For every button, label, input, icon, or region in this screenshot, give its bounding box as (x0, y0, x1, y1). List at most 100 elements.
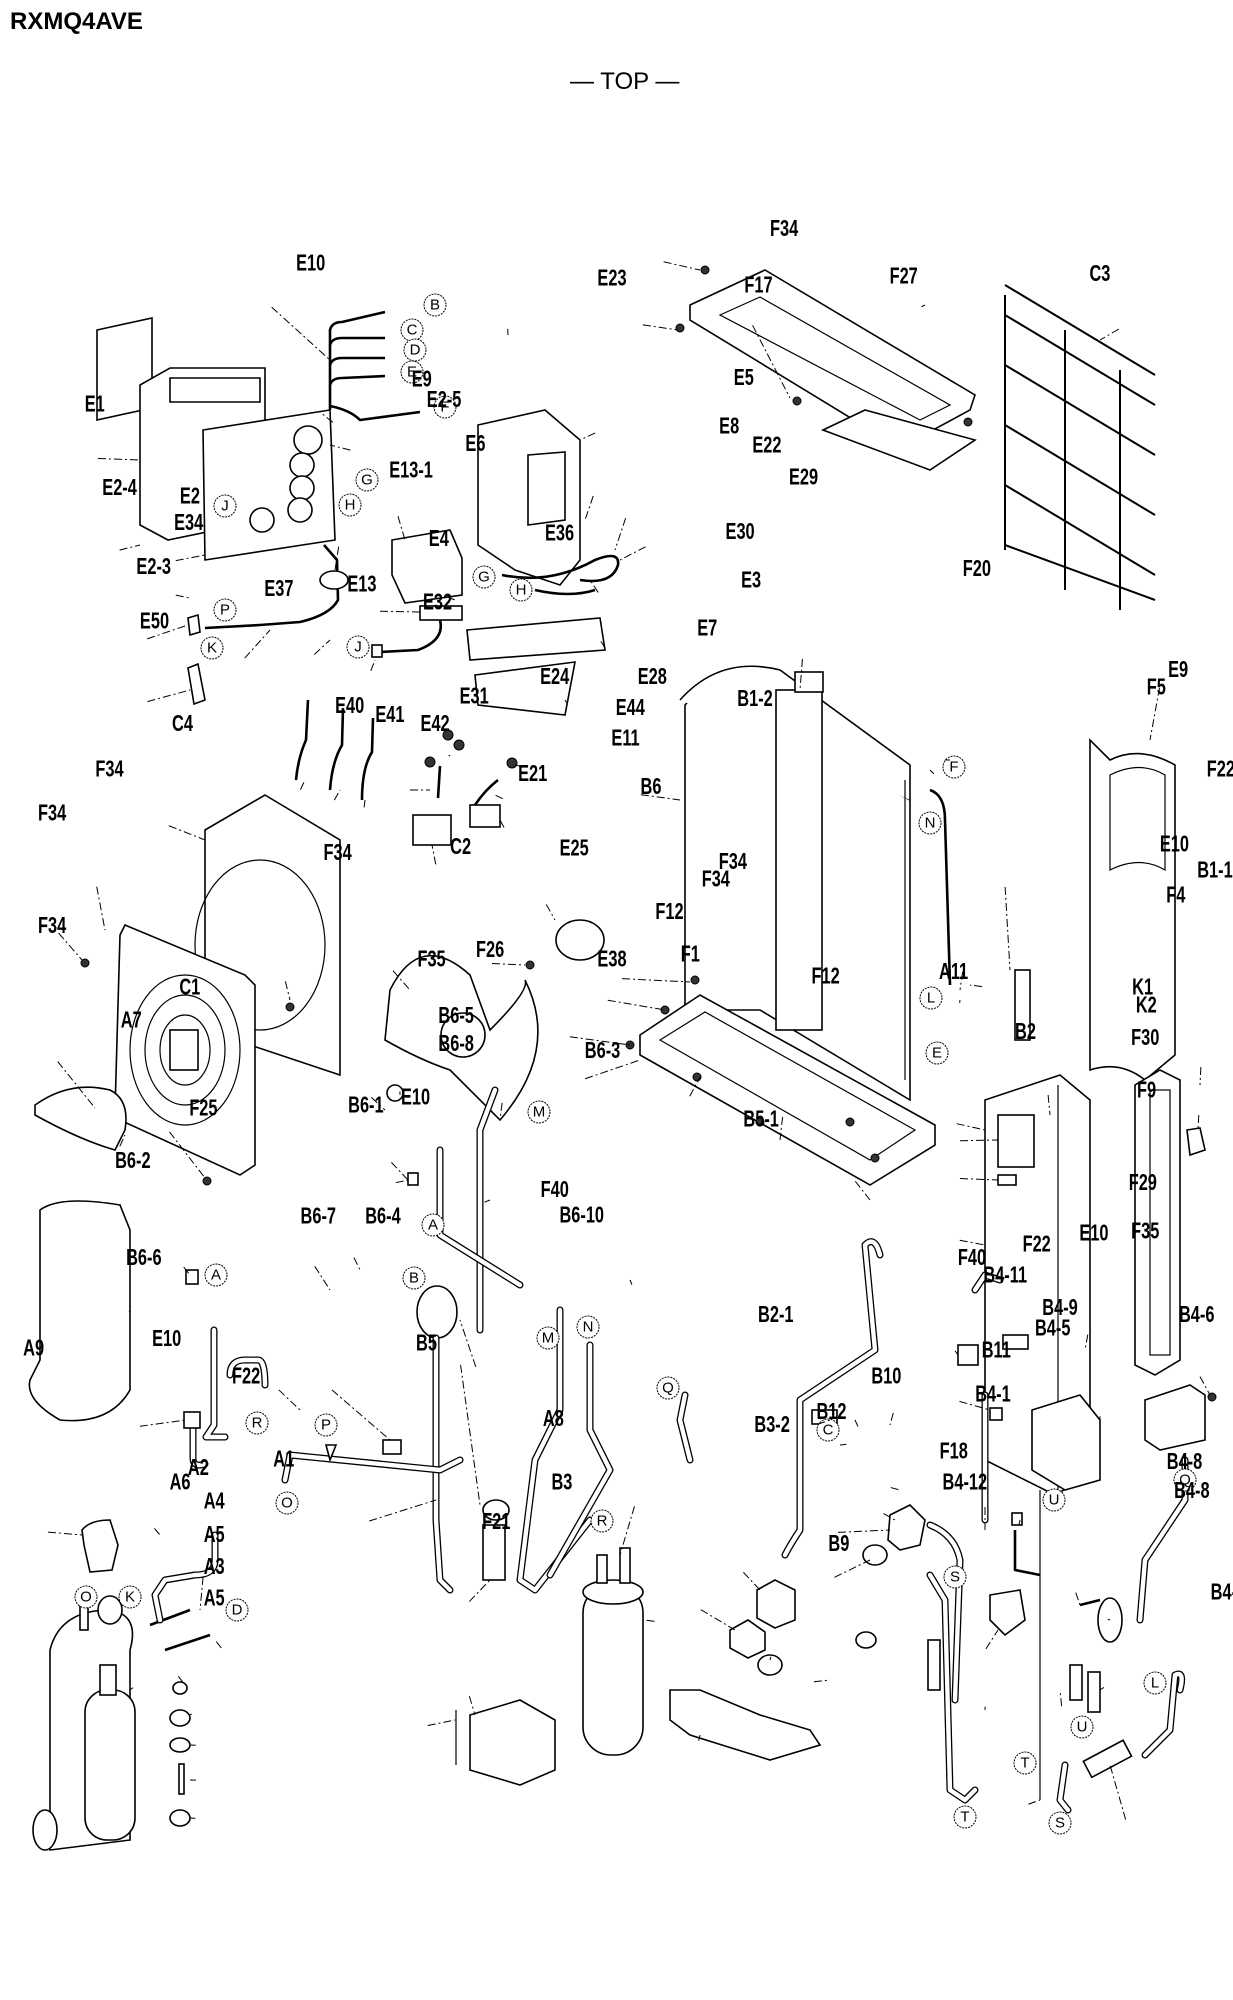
leader-line (278, 1389, 301, 1411)
leader-line (313, 639, 331, 655)
part-label: A5 (204, 1586, 225, 1612)
svg-text:H: H (345, 497, 356, 514)
part-label: F22 (1023, 1232, 1051, 1258)
svg-text:D: D (232, 1602, 243, 1619)
part-label: F22 (1207, 757, 1233, 783)
connection-marker-n: N (576, 1315, 600, 1339)
leader-line (854, 1419, 859, 1427)
leader-line (379, 610, 421, 613)
leader-line (834, 1559, 871, 1578)
part-label: B1-2 (737, 686, 772, 712)
leader-line (1028, 1799, 1041, 1805)
part-label: E6 (465, 431, 485, 457)
connection-marker-h: H (509, 578, 533, 602)
part-label: F34 (770, 216, 799, 242)
callout-e9: E9 (945, 657, 1188, 761)
part-label: E2 (180, 484, 200, 510)
part-label: A11 (939, 959, 968, 985)
part-label: E2-4 (102, 475, 137, 501)
part-label: B4-5 (1035, 1316, 1070, 1342)
callout-e11: E11 (499, 726, 640, 828)
part-label: F34 (95, 757, 124, 783)
svg-text:H: H (516, 582, 527, 599)
part-label: E10 (401, 1085, 430, 1111)
part-label: E9 (412, 367, 432, 393)
part-label: E25 (560, 836, 589, 862)
connection-marker-p: P (314, 1413, 338, 1437)
callout-f40: F40 (460, 1177, 569, 1506)
leader-line (1199, 1066, 1202, 1086)
callout-e10: E10 (271, 251, 331, 361)
part-label: E29 (789, 465, 818, 491)
callout-e5: E5 (579, 365, 754, 441)
connection-marker-f: F (942, 755, 966, 779)
callout-b1: B1 (1149, 687, 1161, 741)
connection-marker-d: D (225, 1598, 249, 1622)
connection-marker-a: A (204, 1263, 228, 1287)
part-label: F1 (681, 942, 700, 968)
svg-text:O: O (80, 1589, 92, 1606)
callout-f27: F27 (752, 264, 918, 399)
callout-b11: B11 (837, 1338, 1011, 1533)
leader-line (1059, 1689, 1063, 1707)
part-label: E22 (752, 433, 781, 459)
svg-text:K: K (125, 1589, 135, 1606)
callout-a6: A6 (129, 1470, 191, 1691)
part-label: B2-1 (758, 1302, 793, 1328)
part-label: F5 (1147, 675, 1166, 701)
callout-a1: A1 (214, 1447, 294, 1649)
callout-e41: E41 (333, 702, 405, 801)
connection-marker-f: F (433, 395, 457, 419)
callout-f12: F12 (689, 964, 840, 1097)
callout-b4-8: B4-8 (985, 1449, 1202, 1650)
leader-line (96, 886, 106, 931)
part-label: E9 (1168, 657, 1188, 683)
leader-line (959, 1400, 991, 1411)
callout-b4-2: B4-2 (1028, 1580, 1233, 1805)
part-label: E38 (597, 947, 626, 973)
part-label: E41 (375, 702, 404, 728)
callout-b4-12: B4-12 (813, 1470, 988, 1683)
callout-e24: E24 (448, 664, 570, 757)
callout-f3: F3 (1047, 1094, 1051, 1116)
part-label: E31 (460, 684, 489, 710)
leader-line (959, 971, 964, 991)
leader-line (640, 794, 681, 801)
part-label: E10 (1079, 1221, 1108, 1247)
leader-line (468, 1579, 491, 1602)
part-label: B4-12 (943, 1470, 988, 1496)
connection-marker-r: R (590, 1509, 614, 1533)
part-label: B5 (416, 1331, 437, 1357)
part-label: A9 (23, 1336, 44, 1362)
leader-line (1047, 1094, 1051, 1116)
leader-line (584, 1059, 641, 1080)
connection-marker-k: K (200, 636, 224, 660)
leader-line (564, 699, 569, 705)
part-label: F34 (719, 849, 748, 875)
callout-f20: F20 (799, 556, 991, 691)
leader-line (189, 1713, 193, 1716)
leader-line (447, 596, 456, 601)
leader-line (369, 1499, 437, 1522)
svg-text:R: R (252, 1415, 263, 1432)
part-label: A8 (543, 1406, 564, 1432)
leader-line (499, 1102, 503, 1121)
compressor-drawing (28, 1086, 219, 1851)
leader-line (1004, 886, 1011, 971)
fan-drawing (384, 919, 605, 1122)
callout-b4-5: B4-5 (883, 1316, 1070, 1521)
callout-k2: K2 (959, 993, 1157, 1142)
callout-a5: A5 (189, 1586, 225, 1819)
callout-f34: F34 (284, 840, 352, 1001)
part-label: F17 (744, 273, 772, 299)
leader-line (854, 1180, 871, 1201)
callout-b6-8: B6-8 (395, 1031, 474, 1184)
part-label: E32 (423, 590, 452, 616)
part-label: E24 (540, 664, 570, 690)
svg-text:P: P (220, 602, 230, 619)
leader-line (177, 1676, 186, 1686)
leader-line (607, 999, 666, 1011)
callout-f34: F34 (38, 913, 96, 1109)
part-label: C3 (1089, 261, 1110, 287)
model-title: RXMQ4AVE (10, 8, 143, 35)
